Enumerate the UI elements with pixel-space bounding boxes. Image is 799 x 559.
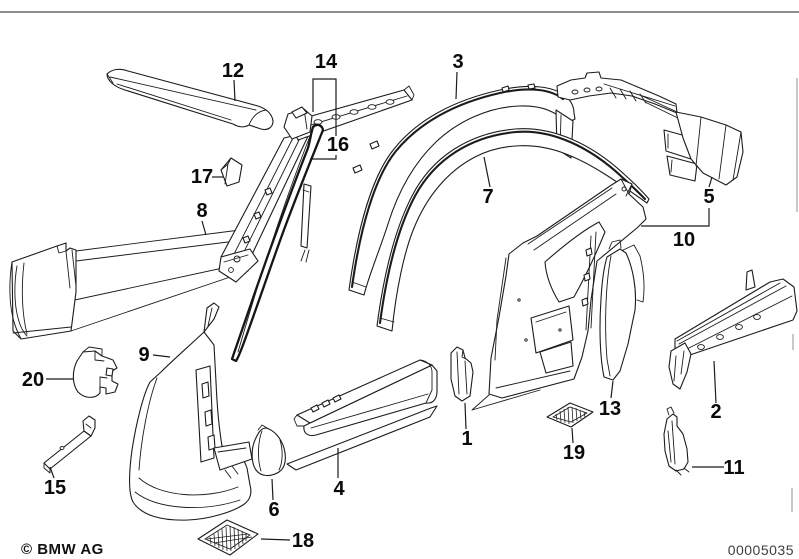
part-19-drawing — [546, 402, 594, 428]
part-13-drawing — [599, 239, 645, 381]
callout-4[interactable]: 4 — [333, 478, 345, 500]
callout-12[interactable]: 12 — [222, 60, 244, 82]
callout-leader-13 — [610, 380, 614, 399]
callout-19[interactable]: 19 — [563, 442, 585, 464]
part-15-drawing — [43, 415, 96, 474]
callout-9[interactable]: 9 — [138, 344, 149, 366]
part-2-drawing — [668, 269, 798, 390]
callout-leader-9 — [152, 354, 171, 358]
part-18-drawing — [197, 519, 259, 556]
callout-leader-18 — [260, 538, 291, 541]
part-8-drawing — [9, 229, 249, 340]
callout-leader-2 — [713, 360, 717, 404]
callout-leader-14 — [312, 78, 337, 136]
callout-20[interactable]: 20 — [22, 369, 44, 391]
callout-7[interactable]: 7 — [482, 186, 493, 208]
callout-18[interactable]: 18 — [292, 530, 314, 552]
part-11-drawing — [663, 406, 690, 476]
callout-leader-12 — [233, 79, 236, 102]
part-7-drawing — [376, 128, 650, 332]
callout-5[interactable]: 5 — [703, 186, 714, 208]
callout-10[interactable]: 10 — [673, 229, 695, 251]
copyright-text: © BMW AG — [21, 541, 104, 558]
callout-leader-16 — [310, 155, 337, 160]
part-17-drawing — [220, 157, 243, 187]
part-5-drawing — [556, 71, 744, 186]
part-16-drawing — [230, 123, 325, 363]
callout-leader-3 — [455, 71, 458, 100]
callout-leader-10 — [641, 208, 710, 227]
callout-14[interactable]: 14 — [315, 51, 338, 73]
callout-8[interactable]: 8 — [196, 200, 207, 222]
callout-13[interactable]: 13 — [599, 398, 621, 420]
callout-11[interactable]: 11 — [723, 457, 744, 479]
part-6-drawing — [251, 424, 286, 477]
callout-1[interactable]: 1 — [461, 428, 472, 450]
doc-number: 00005035 — [727, 542, 794, 558]
callout-16[interactable]: 16 — [327, 134, 349, 156]
callout-leader-1 — [464, 402, 467, 430]
callout-leader-5 — [708, 176, 713, 188]
callout-15[interactable]: 15 — [44, 477, 66, 499]
callout-leader-8 — [201, 220, 207, 236]
callout-2[interactable]: 2 — [710, 401, 721, 423]
callout-leader-7 — [483, 156, 491, 188]
part-20-drawing — [72, 346, 119, 398]
callout-3[interactable]: 3 — [452, 51, 463, 73]
callout-leader-6 — [271, 478, 274, 501]
quarter-inner-panel-drawing — [471, 178, 647, 411]
part-4-drawing — [286, 359, 438, 471]
callout-leader-19 — [571, 427, 574, 444]
callout-leader-15 — [49, 466, 55, 479]
part-1-drawing — [450, 346, 474, 402]
callout-17[interactable]: 17 — [191, 166, 213, 188]
part-12-drawing — [106, 68, 274, 131]
part-9-drawing — [128, 302, 253, 521]
callout-6[interactable]: 6 — [268, 499, 279, 521]
